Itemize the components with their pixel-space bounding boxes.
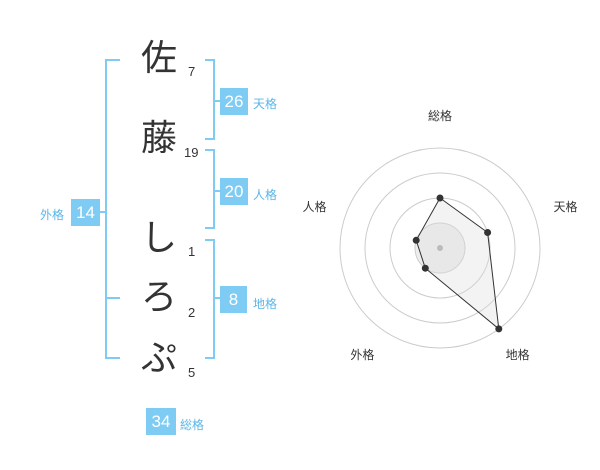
chikaku-value: 8 xyxy=(220,286,247,313)
radar-point-2 xyxy=(484,229,492,236)
radar-center-dot xyxy=(437,245,443,251)
gaikaku-value: 14 xyxy=(71,199,100,226)
radar-point-3 xyxy=(495,325,503,333)
radar-axis-label-1: 総格 xyxy=(428,108,452,123)
radar-point-1 xyxy=(436,194,444,202)
gaikaku-label: 外格 xyxy=(40,208,65,222)
tenkaku-value: 26 xyxy=(220,88,248,115)
name-char-2: 藤 xyxy=(141,118,178,159)
stroke-count-5: 5 xyxy=(188,365,196,380)
chikaku-label: 地格 xyxy=(253,297,278,311)
radar-point-4 xyxy=(421,264,429,272)
tenkaku-label: 天格 xyxy=(253,97,278,111)
radar-point-5 xyxy=(412,236,420,244)
jinkaku-label: 人格 xyxy=(253,188,278,202)
radar-series-polygon xyxy=(415,197,500,331)
soukaku-label: 総格 xyxy=(180,418,205,432)
jinkaku-value: 20 xyxy=(220,178,248,205)
stroke-count-4: 2 xyxy=(188,305,196,320)
name-char-1: 佐 xyxy=(141,38,178,79)
radar-axis-label-4: 外格 xyxy=(350,347,374,362)
name-char-3: し xyxy=(141,218,178,259)
radar-axis-label-5: 人格 xyxy=(302,199,326,214)
name-char-4: ろ xyxy=(141,277,178,318)
name-char-5: ぷ xyxy=(141,338,178,379)
jinkaku-bracket xyxy=(205,149,215,229)
radar-axis-label-2: 天格 xyxy=(553,199,577,214)
stroke-count-1: 7 xyxy=(188,64,196,79)
stroke-count-2: 19 xyxy=(184,145,199,160)
radar-ring-4 xyxy=(339,147,541,349)
soukaku-value: 34 xyxy=(146,408,176,435)
tenkaku-bracket xyxy=(205,59,215,140)
radar-ring-1 xyxy=(414,222,466,274)
radar-axis-label-3: 地格 xyxy=(506,347,530,362)
radar-ring-3 xyxy=(364,172,516,324)
gaikaku-bracket xyxy=(105,59,120,359)
stroke-count-3: 1 xyxy=(188,244,196,259)
